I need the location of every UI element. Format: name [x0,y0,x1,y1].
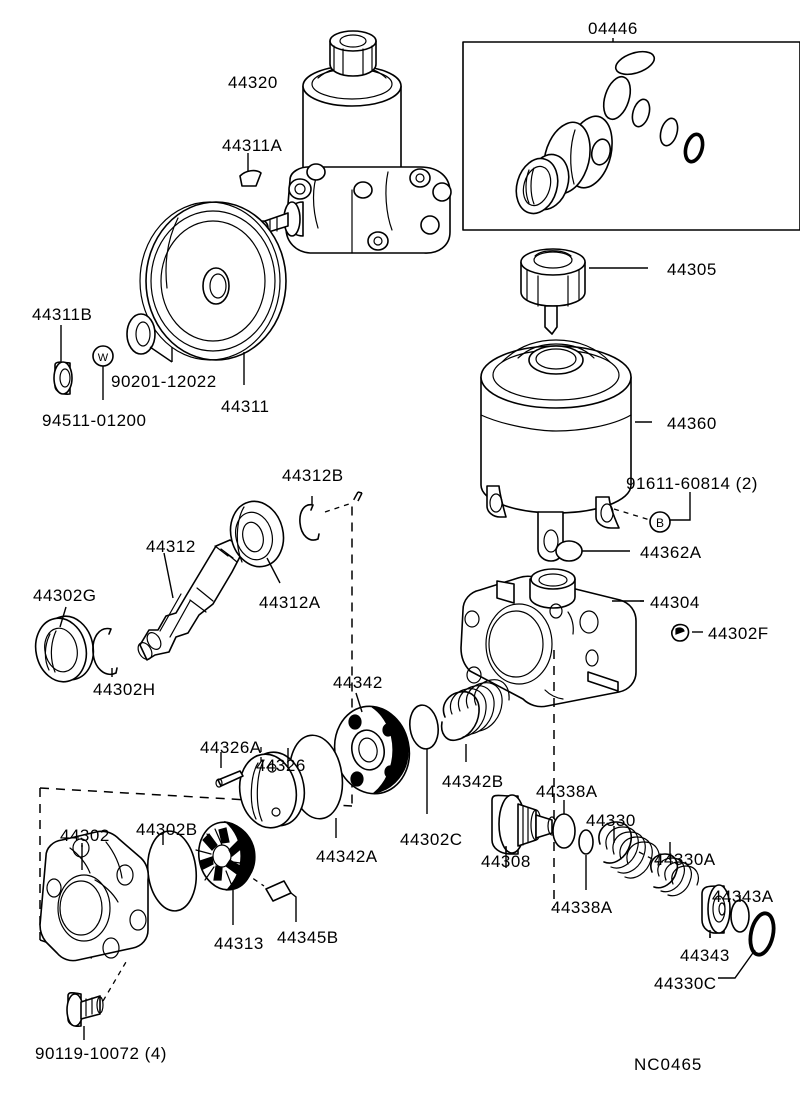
label-44342: 44342 [333,673,383,692]
label-44360: 44360 [667,414,717,433]
shaft-group [34,491,363,959]
label-44308: 44308 [481,852,531,871]
label-44302C: 44302C [400,830,463,849]
label-44320: 44320 [228,73,278,92]
label-44302H: 44302H [93,680,156,699]
label-44311: 44311 [221,397,270,416]
front-housing-44304 [460,568,644,708]
label-91611-60814: 91611-60814 (2) [626,474,758,493]
label-44338A-top: 44338A [536,782,598,801]
bolt-symbol-91611-60814: B [613,492,691,533]
label-44342A: 44342A [316,847,378,866]
label-44330A: 44330A [654,850,716,869]
label-44302G: 44302G [33,586,97,605]
pulley-44311 [139,201,287,385]
pump-assembly-44320 [257,30,452,254]
svg-text:B: B [656,516,664,530]
label-44330C: 44330C [654,974,717,993]
figure-id: NC0465 [634,1055,703,1074]
label-44312A: 44312A [259,593,321,612]
reservoir-cap-44305 [520,248,648,335]
svg-text:W: W [98,352,109,364]
label-94511-01200: 94511-01200 [42,411,147,430]
label-44345B: 44345B [277,928,339,947]
label-44338A-bottom: 44338A [551,898,613,917]
label-44326: 44326 [256,756,306,775]
label-44311B: 44311B [32,305,93,324]
label-44362A: 44362A [640,543,702,562]
flow-control-valve-group [491,650,776,979]
label-44312: 44312 [146,537,196,556]
label-90201-12022: 90201-12022 [111,372,217,391]
label-44313: 44313 [214,934,264,953]
label-44302: 44302 [60,826,110,845]
rotor-vane-group [39,692,411,1040]
label-44311A: 44311A [222,136,283,155]
label-04446: 04446 [588,19,638,38]
spring-and-oring-group [409,679,510,814]
label-44330: 44330 [586,811,636,830]
o-ring-44362A [555,540,630,562]
label-44312B: 44312B [282,466,344,485]
label-44302B: 44302B [136,820,198,839]
pulley-nut-44311B [53,325,73,395]
label-44302F: 44302F [708,624,769,643]
label-90119-10072: 90119-10072 (4) [35,1044,167,1063]
woodruff-key-44311A [239,153,262,187]
spring-44342B [440,679,510,742]
spring-44330A [650,853,699,897]
label-44343A: 44343A [712,887,774,906]
washer-symbol-94511-01200: W [92,345,114,400]
label-44304: 44304 [650,593,700,612]
label-44326A: 44326A [200,738,262,757]
label-44305: 44305 [667,260,717,279]
plug-44302F [671,623,703,642]
label-44342B: 44342B [442,772,504,791]
washer-90201-12022 [126,313,173,363]
reservoir-tank-44360 [480,339,652,562]
seal-kit-box-04446 [462,38,800,231]
label-44343: 44343 [680,946,730,965]
